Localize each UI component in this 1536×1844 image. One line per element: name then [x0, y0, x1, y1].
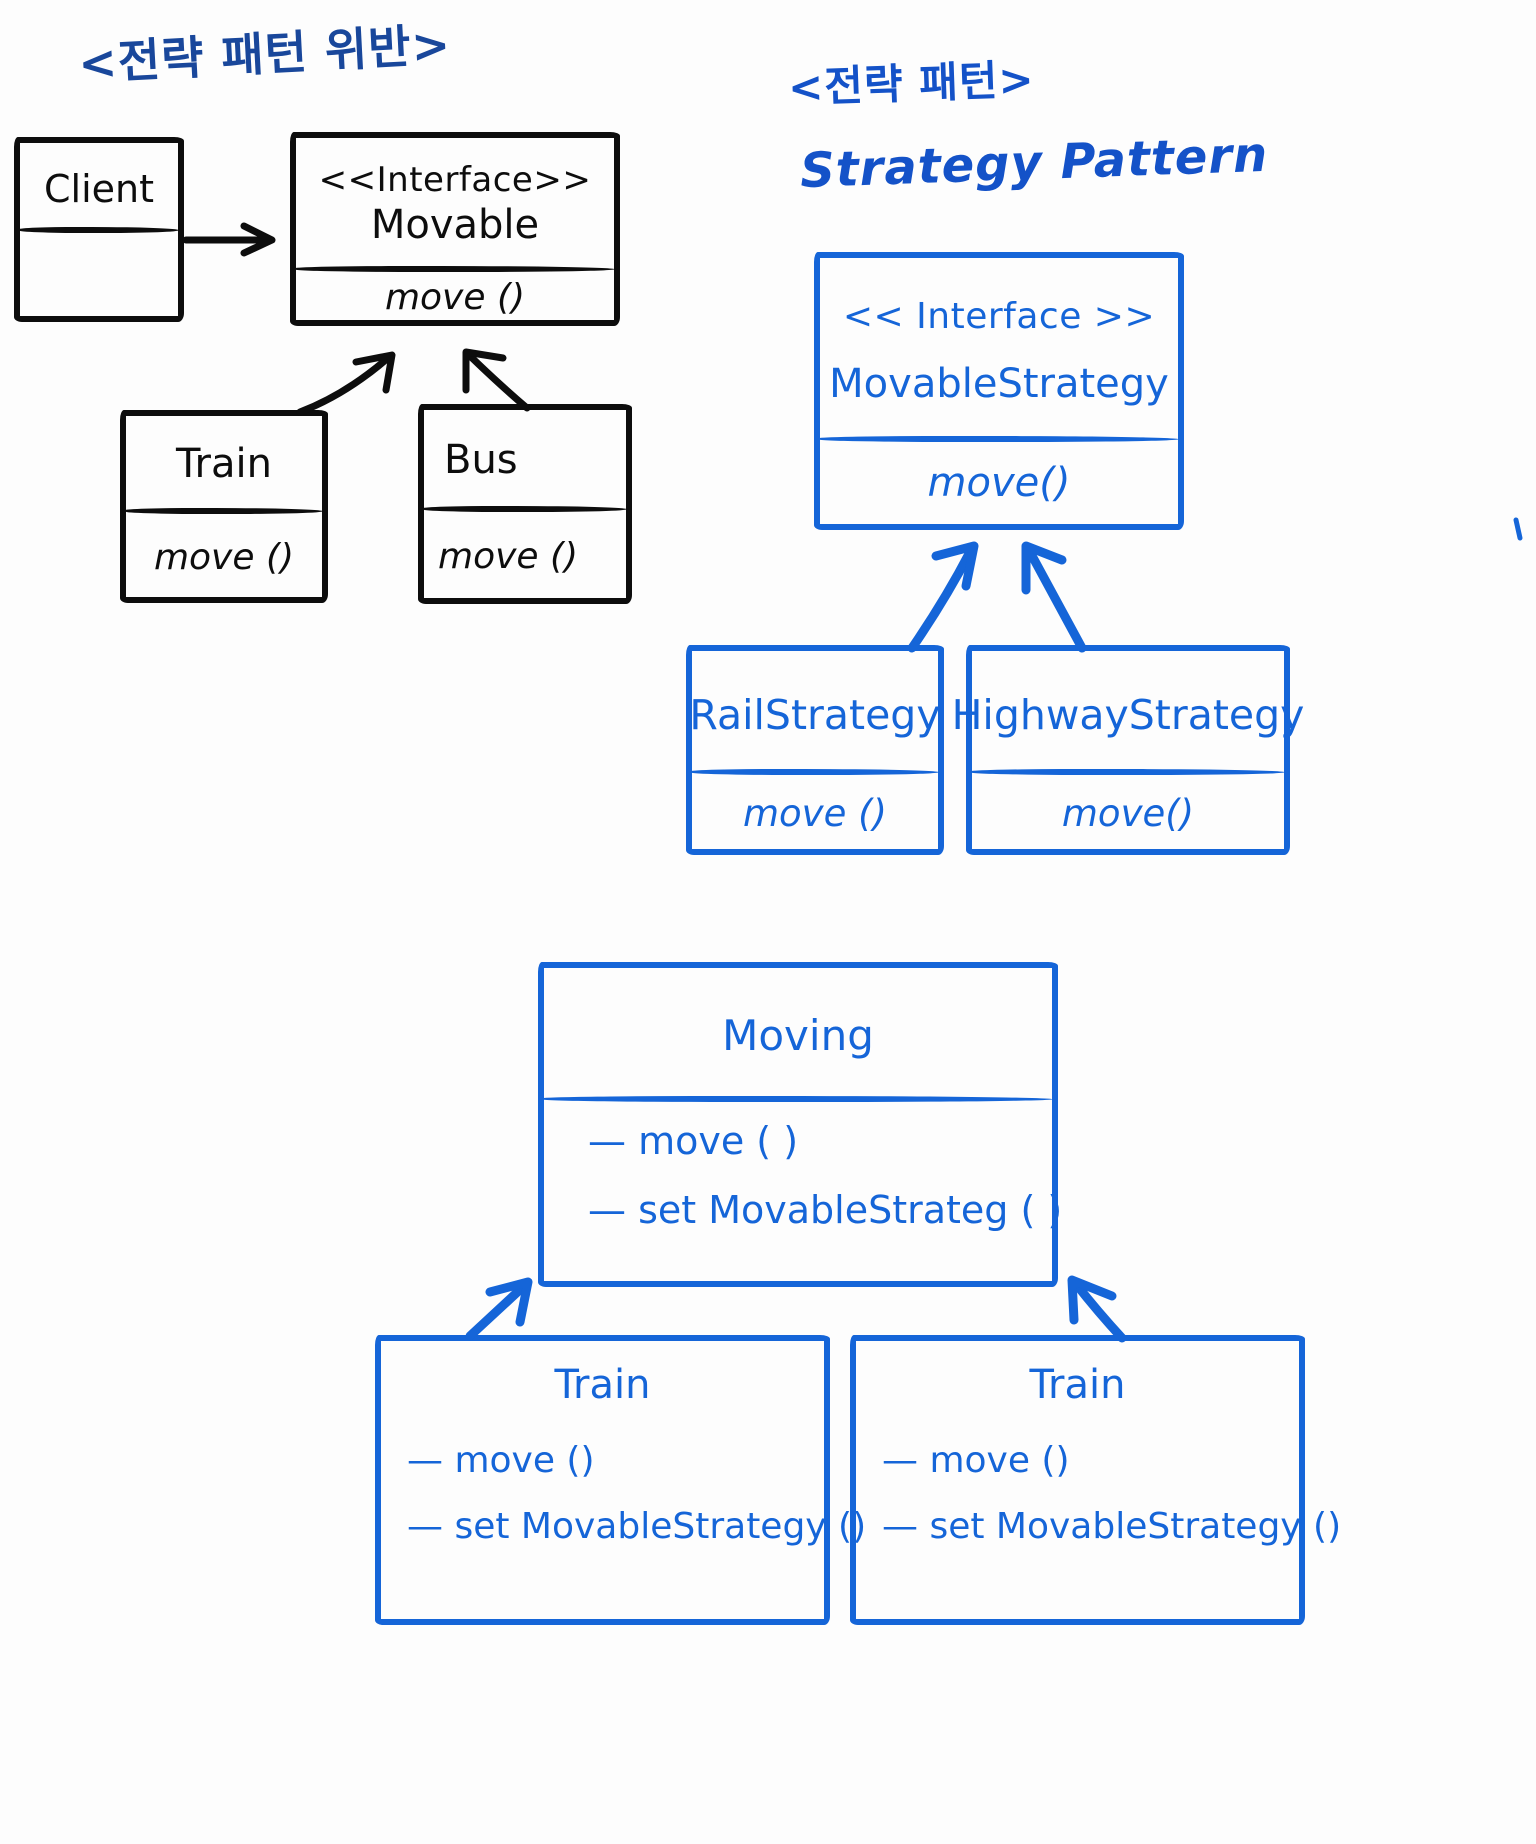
class-members-moving: — move ( ) — set MovableStrateg ( ) [544, 1108, 1062, 1278]
arrow-client-to-movable [182, 222, 276, 257]
class-box-client[interactable]: Client [14, 137, 184, 322]
class-divider [971, 769, 1285, 775]
member-move: — move () [407, 1440, 595, 1481]
class-divider [19, 227, 179, 233]
class-box-movable[interactable]: <<Interface>> Movable move () [290, 132, 620, 326]
class-box-bus[interactable]: Bus move () [418, 404, 632, 604]
class-name-train-left: Train [554, 1361, 651, 1408]
class-divider [295, 266, 615, 272]
member-move: — move () [882, 1440, 1070, 1481]
class-header-movable-strategy: << Interface >> MovableStrategy [820, 266, 1178, 438]
class-method-movable-strategy-move: move() [927, 459, 1071, 506]
arrow-train-to-movable [296, 351, 396, 416]
class-box-movable-strategy[interactable]: << Interface >> MovableStrategy move() [814, 252, 1184, 530]
arrow-bus-to-movable [462, 348, 531, 412]
title-strategy-pattern-english: Strategy Pattern [799, 126, 1270, 200]
class-divider [543, 1096, 1053, 1102]
arrow-rail-to-movable-strategy [907, 541, 979, 653]
member-move: — move ( ) [588, 1119, 799, 1163]
arrow-train-right-to-moving [1067, 1275, 1127, 1343]
class-box-rail-strategy[interactable]: RailStrategy move () [686, 645, 944, 855]
class-members-train-left: — move () — set MovableStrategy () [381, 1427, 866, 1617]
stereotype-interface: <<Interface>> [318, 159, 592, 200]
class-name-client: Client [43, 166, 154, 211]
class-box-highway-strategy[interactable]: HighwayStrategy move() [951, 645, 1305, 855]
member-set-movable-strategy: — set MovableStrategy () [407, 1506, 867, 1548]
class-method-bus-move: move () [438, 535, 579, 577]
class-name-train: Train [176, 440, 272, 487]
class-name-rail-strategy: RailStrategy [689, 691, 941, 740]
stray-mark [1513, 517, 1523, 541]
class-header-movable: <<Interface>> Movable [296, 142, 614, 266]
class-name-moving: Moving [722, 1011, 874, 1061]
class-name-train-right: Train [1029, 1361, 1126, 1408]
class-method-rail-strategy-move: move () [743, 792, 887, 836]
class-name-bus: Bus [444, 436, 518, 483]
class-divider [691, 769, 939, 775]
class-divider [423, 506, 627, 512]
class-box-train-left[interactable]: Train — move () — set MovableStrategy () [375, 1335, 866, 1625]
class-method-train-move: move () [153, 536, 295, 578]
class-method-movable-move: move () [384, 276, 526, 318]
class-members-train-right: — move () — set MovableStrategy () [856, 1427, 1341, 1617]
title-strategy-pattern-violation: <전략 패턴 위반> [76, 17, 453, 91]
class-method-highway-strategy-move: move() [1061, 792, 1195, 836]
class-box-train-right[interactable]: Train — move () — set MovableStrategy () [850, 1335, 1341, 1625]
class-box-moving[interactable]: Moving — move ( ) — set MovableStrateg (… [538, 962, 1062, 1287]
class-divider [819, 436, 1179, 442]
class-name-movable-strategy: MovableStrategy [829, 360, 1169, 407]
arrow-highway-to-movable-strategy [1021, 541, 1087, 653]
member-set-movable-strategy: — set MovableStrateg ( ) [588, 1187, 1063, 1232]
class-name-movable: Movable [370, 201, 540, 248]
class-name-highway-strategy: HighwayStrategy [951, 691, 1305, 740]
class-divider [125, 508, 323, 514]
class-box-train[interactable]: Train move () [120, 410, 328, 603]
arrow-train-left-to-moving [465, 1277, 533, 1341]
stereotype-interface: << Interface >> [842, 296, 1156, 338]
title-strategy-pattern-korean: <전략 패턴> [787, 54, 1036, 113]
member-set-movable-strategy: — set MovableStrategy () [882, 1506, 1342, 1548]
